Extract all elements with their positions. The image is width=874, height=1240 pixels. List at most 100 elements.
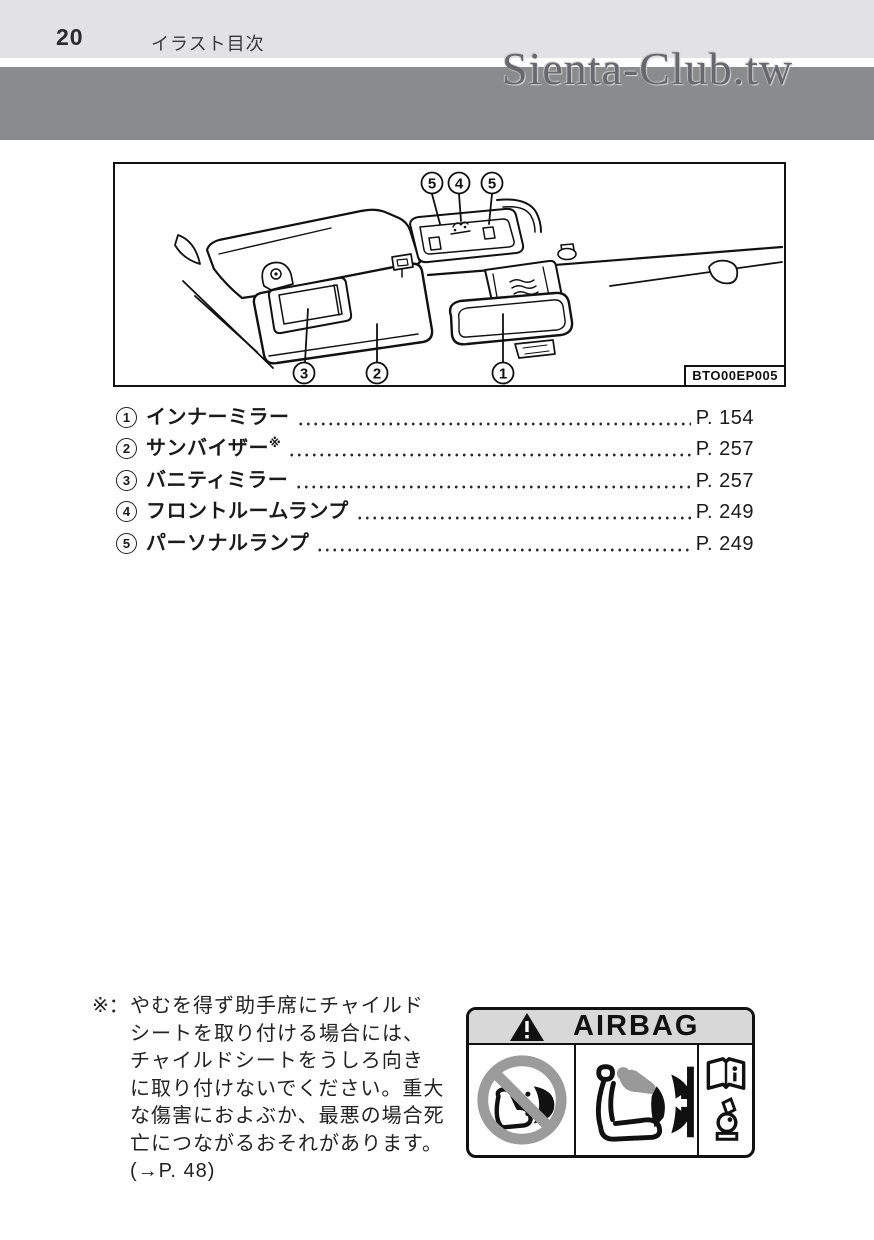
watermark-text: Sienta-Club.tw [502, 43, 794, 94]
list-item: 1 インナーミラー P. 154 [116, 398, 754, 430]
airbag-label-cell-manual [699, 1045, 752, 1155]
sun-visor-bottom-crease [268, 333, 419, 357]
footnote-marker: ※： [92, 995, 129, 1017]
leader-4 [458, 193, 462, 222]
footnote-line: チャイルドシートをうしろ向き [130, 1050, 424, 1072]
item-page-ref: P. 154 [695, 406, 754, 429]
item-label: バニティミラー [146, 463, 288, 493]
circled-number: 1 [116, 406, 137, 428]
airbag-label-cell-deployment [576, 1045, 699, 1155]
airbag-label-title: AIRBAG [573, 1010, 700, 1042]
interior-overhead-line-art: 5 4 5 3 2 1 [174, 171, 784, 385]
item-page-ref: P. 249 [695, 532, 754, 555]
item-label: インナーミラー [146, 400, 290, 430]
circled-number: 4 [116, 501, 137, 522]
personal-lamp-lens-right [482, 226, 496, 240]
vanity-mirror [267, 276, 353, 335]
vanity-mirror-cover-line [333, 284, 340, 316]
dotted-leader [296, 421, 691, 426]
switch-dot [453, 228, 457, 232]
overhead-console-inner [419, 218, 515, 255]
assist-grip [708, 259, 739, 285]
footnote-line: 亡につながるおそれがあります。 [130, 1132, 443, 1155]
item-label: フロントルームランプ [146, 494, 349, 524]
callout-number: 4 [455, 176, 464, 193]
item-label: パーソナルランプ [146, 526, 309, 556]
item-page-ref: P. 249 [695, 501, 754, 523]
no-rear-facing-child-seat-icon [476, 1055, 567, 1145]
owners-manual-info-icon [706, 1057, 745, 1141]
page-header-bar: 20 イラスト目次 [0, 0, 874, 58]
item-label-text: フロントルームランプ [146, 501, 349, 523]
vanity-mirror-inner [278, 284, 343, 325]
dotted-leader [355, 516, 691, 520]
clip-hook [557, 247, 577, 261]
list-item: 2 サンバイザー※ P. 257 [116, 430, 754, 462]
callout-circle-5-right [480, 171, 504, 195]
callout-number: 5 [428, 176, 436, 193]
list-item: 5 パーソナルランプ P. 249 [116, 524, 754, 556]
figure-code: BTO00EP005 [684, 365, 786, 387]
switch-dot [463, 225, 467, 229]
callout-circle-5-left [420, 171, 444, 195]
footnote: ※： やむを得ず助手席にチャイルド シートを取り付ける場合には、 チャイルドシー… [92, 993, 445, 1186]
mirror-bracket-lines [522, 344, 550, 355]
item-label-text: パーソナルランプ [146, 532, 310, 555]
stowed-visor-crease [218, 227, 332, 255]
airbag-warning-label: AIRBAG [466, 1007, 755, 1158]
callout-circle-4 [447, 171, 471, 195]
callout-number: 3 [300, 366, 308, 383]
footnote-text: やむを得ず助手席にチャイルド シートを取り付ける場合には、 チャイルドシートをう… [130, 993, 445, 1186]
airbag-label-cell-prohibition [469, 1045, 576, 1155]
leader-3 [304, 308, 309, 363]
mirror-bracket [514, 339, 556, 359]
callout-number: 2 [373, 366, 381, 383]
inner-mirror-face [457, 299, 566, 338]
item-note: ※ [269, 436, 282, 451]
list-item: 3 バニティミラー P. 257 [116, 461, 754, 493]
callout-number: 5 [488, 176, 496, 193]
footnote-line: な傷害におよぶか、最悪の場合死 [130, 1105, 445, 1127]
item-label: サンバイザー※ [146, 431, 281, 461]
index-list: 1 インナーミラー P. 154 2 サンバイザー※ P. 257 3 バニティ… [116, 398, 754, 556]
leader-5-right [488, 193, 493, 225]
item-label-text: サンバイザー [146, 438, 269, 460]
item-label-text: インナーミラー [146, 406, 290, 429]
overhead-interior-figure: 5 4 5 3 2 1 BTO00EP005 [113, 162, 786, 387]
headliner-curve-outer [496, 198, 542, 233]
visor-pivot-center [274, 272, 278, 276]
airbag-deployment-icon [595, 1064, 694, 1142]
footnote-line: やむを得ず助手席にチャイルド [130, 995, 424, 1017]
footnote-page-ref: (→P. 48) [130, 1160, 216, 1182]
roof-trim-line-2 [609, 261, 783, 287]
airbag-label-header: AIRBAG [469, 1010, 752, 1045]
circled-number: 3 [116, 469, 137, 491]
airbag-label-body [469, 1045, 752, 1155]
chapter-gray-band [0, 67, 874, 140]
circled-number: 2 [116, 438, 137, 459]
windshield-edge-line [182, 280, 274, 369]
dotted-leader [295, 484, 691, 489]
section-title: イラスト目次 [151, 34, 265, 54]
headliner-curve-inner [502, 205, 536, 233]
callout-circle-1 [491, 361, 515, 385]
page-number: 20 [56, 24, 84, 50]
personal-lamp-lens-left [428, 236, 442, 251]
item-label-text: バニティミラー [146, 469, 289, 492]
list-item: 4 フロントルームランプ P. 249 [116, 493, 754, 525]
leader-5-left [431, 193, 441, 225]
visor-clip [391, 253, 414, 271]
callout-circle-3 [292, 361, 316, 385]
warning-triangle-icon [510, 1012, 544, 1041]
dotted-leader [316, 547, 691, 552]
footnote-line: シートを取り付ける場合には、 [130, 1022, 424, 1045]
callout-number: 1 [499, 366, 507, 383]
item-page-ref: P. 257 [695, 469, 754, 492]
dotted-leader [288, 453, 691, 457]
room-lamp-switch [450, 221, 471, 235]
item-page-ref: P. 257 [695, 438, 754, 460]
circled-number: 5 [116, 532, 137, 554]
footnote-line: に取り付けないでください。重大 [130, 1077, 445, 1100]
windshield-edge-line-2 [194, 295, 258, 353]
a-pillar-corner [174, 234, 201, 265]
